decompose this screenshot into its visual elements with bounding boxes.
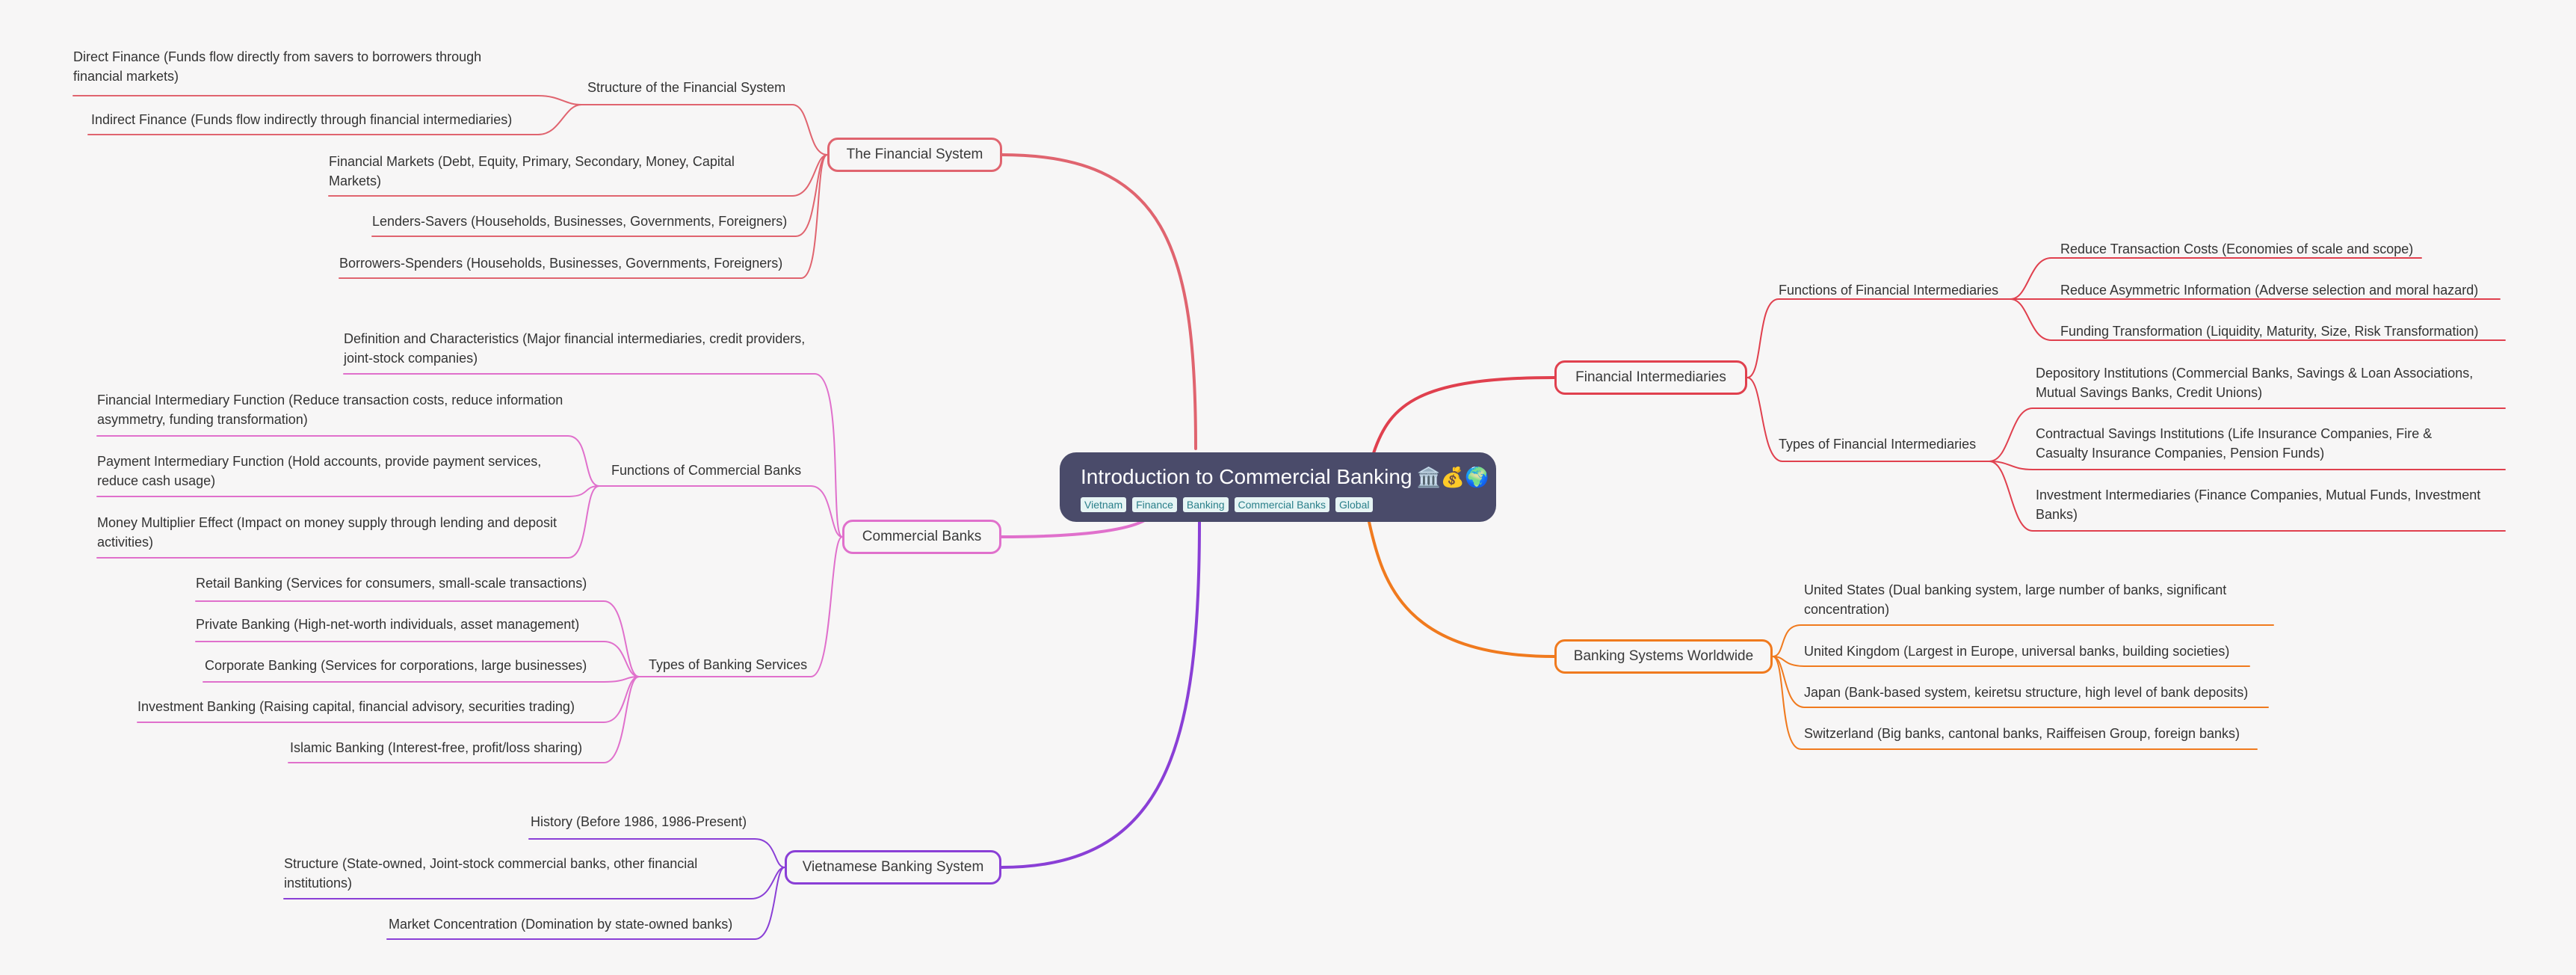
links-financial-system (72, 95, 1197, 450)
node-lenders-savers[interactable]: Lenders-Savers (Households, Businesses, … (372, 214, 788, 229)
branch-banking-worldwide[interactable]: Banking Systems Worldwide (1554, 639, 1773, 674)
node-structure-financial-system[interactable]: Structure of the Financial System (587, 80, 786, 95)
node-islamic-banking[interactable]: Islamic Banking (Interest-free, profit/l… (290, 740, 583, 755)
node-vn-structure[interactable]: Structure (State-owned, Joint-stock comm… (284, 856, 698, 891)
tag-finance[interactable]: Finance (1132, 497, 1177, 512)
node-types-fi[interactable]: Types of Financial Intermediaries (1779, 437, 1977, 452)
root-emoji-icons: 🏛️💰🌍 (1416, 467, 1489, 489)
links-commercial-banks (96, 373, 1152, 763)
node-investment-banking[interactable]: Investment Banking (Raising capital, fin… (138, 699, 575, 714)
node-vn-history[interactable]: History (Before 1986, 1986-Present) (531, 814, 747, 829)
node-united-states[interactable]: United States (Dual banking system, larg… (1804, 582, 2227, 617)
branch-financial-system[interactable]: The Financial System (827, 138, 1002, 172)
node-indirect-finance[interactable]: Indirect Finance (Funds flow indirectly … (91, 112, 513, 127)
node-united-kingdom[interactable]: United Kingdom (Largest in Europe, unive… (1804, 644, 2230, 659)
links-banking-worldwide (1368, 520, 2274, 750)
node-types-banking-services[interactable]: Types of Banking Services (649, 657, 808, 672)
node-depository-institutions[interactable]: Depository Institutions (Commercial Bank… (2036, 366, 2474, 400)
node-functions-fi[interactable]: Functions of Financial Intermediaries (1779, 283, 1999, 298)
branch-vietnamese-banking[interactable]: Vietnamese Banking System (785, 850, 1001, 885)
node-contractual-savings[interactable]: Contractual Savings Institutions (Life I… (2036, 426, 2433, 461)
node-financial-intermediary-function[interactable]: Financial Intermediary Function (Reduce … (97, 393, 563, 427)
node-vn-market-concentration[interactable]: Market Concentration (Domination by stat… (389, 917, 733, 932)
node-corporate-banking[interactable]: Corporate Banking (Services for corporat… (205, 658, 587, 673)
branch-financial-intermediaries[interactable]: Financial Intermediaries (1554, 360, 1747, 395)
branch-commercial-banks[interactable]: Commercial Banks (842, 520, 1001, 554)
node-money-multiplier[interactable]: Money Multiplier Effect (Impact on money… (97, 515, 557, 550)
tag-vietnam[interactable]: Vietnam (1081, 497, 1127, 512)
node-borrowers-spenders[interactable]: Borrowers-Spenders (Households, Business… (339, 256, 783, 271)
node-functions-commercial-banks[interactable]: Functions of Commercial Banks (611, 463, 802, 478)
node-switzerland[interactable]: Switzerland (Big banks, cantonal banks, … (1804, 726, 2240, 741)
node-funding-transformation[interactable]: Funding Transformation (Liquidity, Matur… (2060, 324, 2479, 339)
node-definition-characteristics[interactable]: Definition and Characteristics (Major fi… (344, 331, 806, 366)
node-private-banking[interactable]: Private Banking (High-net-worth individu… (196, 617, 580, 632)
tag-global[interactable]: Global (1335, 497, 1374, 512)
node-reduce-transaction-costs[interactable]: Reduce Transaction Costs (Economies of s… (2060, 242, 2414, 256)
node-japan[interactable]: Japan (Bank-based system, keiretsu struc… (1804, 685, 2249, 700)
root-topic[interactable]: Introduction to Commercial Banking🏛️💰🌍 V… (1060, 452, 1496, 522)
tag-banking[interactable]: Banking (1182, 497, 1229, 512)
node-payment-intermediary-function[interactable]: Payment Intermediary Function (Hold acco… (97, 454, 542, 488)
tag-commercial-banks[interactable]: Commercial Banks (1234, 497, 1329, 512)
node-retail-banking[interactable]: Retail Banking (Services for consumers, … (196, 576, 587, 591)
links-financial-intermediaries (1372, 257, 2506, 532)
node-direct-finance[interactable]: Direct Finance (Funds flow directly from… (73, 49, 482, 84)
node-financial-markets[interactable]: Financial Markets (Debt, Equity, Primary… (329, 154, 735, 188)
root-title: Introduction to Commercial Banking (1081, 465, 1412, 488)
links-vietnamese-banking (283, 520, 1201, 940)
node-reduce-asymmetric-info[interactable]: Reduce Asymmetric Information (Adverse s… (2060, 283, 2479, 298)
root-tags: Vietnam Finance Banking Commercial Banks… (1081, 497, 1475, 512)
node-investment-intermediaries[interactable]: Investment Intermediaries (Finance Compa… (2036, 488, 2481, 522)
